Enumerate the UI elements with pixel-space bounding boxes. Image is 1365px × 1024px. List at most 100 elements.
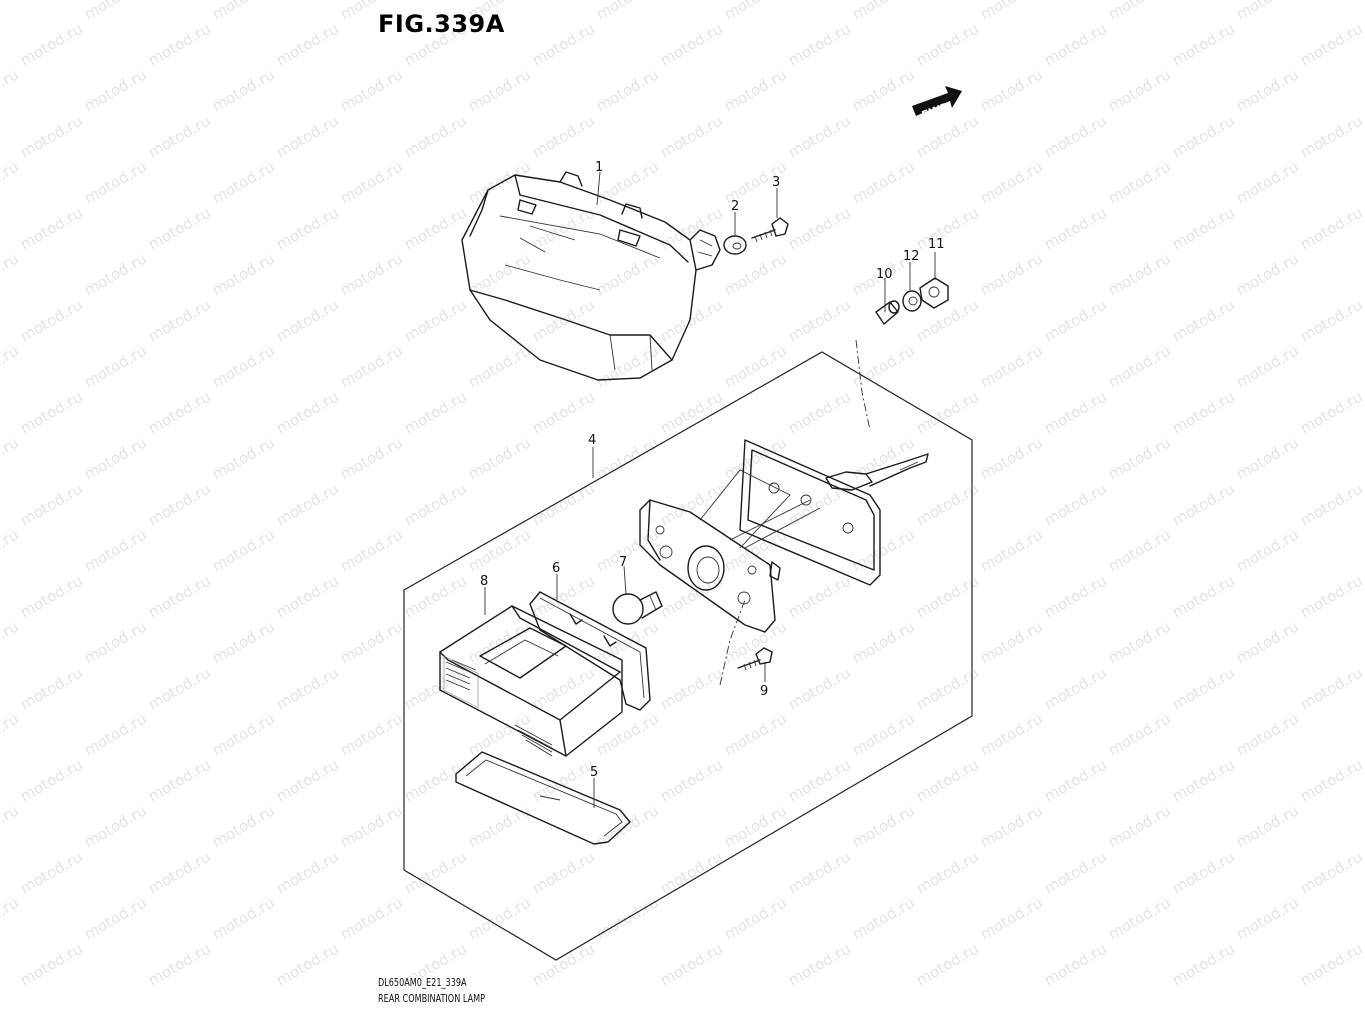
watermark-text: motod.ru	[81, 157, 150, 207]
watermark-text: motod.ru	[145, 939, 214, 989]
watermark-text: motod.ru	[401, 387, 470, 437]
watermark-text: motod.ru	[1297, 939, 1365, 989]
watermark-text: motod.ru	[913, 939, 982, 989]
watermark-text: motod.ru	[1169, 571, 1238, 621]
callout-12: 12	[903, 249, 920, 264]
watermark-text: motod.ru	[1233, 617, 1302, 667]
watermark-text: motod.ru	[17, 847, 86, 897]
watermark-text: motod.ru	[1169, 939, 1238, 989]
watermark-text: motod.ru	[1105, 157, 1174, 207]
watermark-text: motod.ru	[1233, 65, 1302, 115]
watermark-text: motod.ru	[977, 249, 1046, 299]
watermark-text: motod.ru	[529, 939, 598, 989]
watermark-text: motod.ru	[1297, 19, 1365, 69]
part-5-reflector	[455, 751, 631, 845]
watermark-text: motod.ru	[1297, 755, 1365, 805]
watermark-text: motod.ru	[1233, 801, 1302, 851]
watermark-text: motod.ru	[1233, 893, 1302, 943]
watermark-text: motod.ru	[0, 433, 22, 483]
watermark-text: motod.ru	[529, 847, 598, 897]
callout-5: 5	[590, 765, 598, 780]
watermark-text: motod.ru	[913, 387, 982, 437]
watermark-text: motod.ru	[785, 571, 854, 621]
watermark-text: motod.ru	[1233, 525, 1302, 575]
part-4-assembly-box	[403, 351, 973, 961]
watermark-text: motod.ru	[145, 847, 214, 897]
watermark-text: motod.ru	[337, 801, 406, 851]
part-2-washer	[723, 235, 747, 255]
watermark-text: motod.ru	[977, 709, 1046, 759]
watermark-text: motod.ru	[1041, 571, 1110, 621]
watermark-text: motod.ru	[465, 617, 534, 667]
watermark-text: motod.ru	[0, 249, 22, 299]
watermark-text: motod.ru	[17, 755, 86, 805]
watermark-text: motod.ru	[465, 341, 534, 391]
watermark-text: motod.ru	[1105, 709, 1174, 759]
watermark-text: motod.ru	[209, 433, 278, 483]
watermark-text: motod.ru	[721, 0, 790, 23]
watermark-text: motod.ru	[849, 801, 918, 851]
watermark-text: motod.ru	[401, 571, 470, 621]
watermark-text: motod.ru	[1297, 295, 1365, 345]
watermark-text: motod.ru	[721, 341, 790, 391]
watermark-text: motod.ru	[529, 295, 598, 345]
callout-2: 2	[731, 199, 739, 214]
watermark-text: motod.ru	[145, 203, 214, 253]
watermark-text: motod.ru	[209, 341, 278, 391]
watermark-text: motod.ru	[273, 847, 342, 897]
watermark-text: motod.ru	[0, 157, 22, 207]
watermark-text: motod.ru	[337, 709, 406, 759]
watermark-text: motod.ru	[209, 801, 278, 851]
watermark-text: motod.ru	[849, 0, 918, 23]
watermark-text: motod.ru	[1105, 249, 1174, 299]
watermark-text: motod.ru	[401, 111, 470, 161]
watermark-text: motod.ru	[1233, 433, 1302, 483]
watermark-text: motod.ru	[977, 525, 1046, 575]
watermark-text: motod.ru	[1169, 387, 1238, 437]
watermark-text: motod.ru	[785, 939, 854, 989]
watermark-text: motod.ru	[1041, 387, 1110, 437]
watermark-text: motod.ru	[1041, 755, 1110, 805]
watermark-text: motod.ru	[81, 801, 150, 851]
watermark-text: motod.ru	[1169, 663, 1238, 713]
watermark-text: motod.ru	[0, 341, 22, 391]
watermark-text: motod.ru	[17, 571, 86, 621]
watermark-text: motod.ru	[465, 525, 534, 575]
callout-10: 10	[876, 267, 893, 282]
watermark-text: motod.ru	[209, 525, 278, 575]
watermark-text: motod.ru	[145, 111, 214, 161]
watermark-text: motod.ru	[785, 847, 854, 897]
watermark-text: motod.ru	[465, 893, 534, 943]
watermark-text: motod.ru	[209, 893, 278, 943]
callout-7: 7	[619, 555, 627, 570]
watermark-text: motod.ru	[1297, 663, 1365, 713]
watermark-text: motod.ru	[1041, 939, 1110, 989]
bulb-socket-holder	[639, 469, 821, 633]
watermark-text: motod.ru	[81, 709, 150, 759]
watermark-text: motod.ru	[1041, 847, 1110, 897]
watermark-text: motod.ru	[849, 433, 918, 483]
watermark-text: motod.ru	[1105, 433, 1174, 483]
watermark-text: motod.ru	[337, 433, 406, 483]
watermark-text: motod.ru	[81, 249, 150, 299]
watermark-text: motod.ru	[465, 801, 534, 851]
part-8-lens	[439, 605, 623, 757]
watermark-text: motod.ru	[273, 479, 342, 529]
watermark-text: motod.ru	[977, 433, 1046, 483]
watermark-text: motod.ru	[1169, 755, 1238, 805]
watermark-text: motod.ru	[913, 663, 982, 713]
watermark-text: motod.ru	[1233, 341, 1302, 391]
watermark-text: motod.ru	[721, 249, 790, 299]
watermark-text: motod.ru	[1169, 19, 1238, 69]
part-7-bulb	[612, 591, 663, 625]
watermark-text: motod.ru	[1233, 157, 1302, 207]
watermark-text: motod.ru	[145, 571, 214, 621]
watermark-text: motod.ru	[17, 19, 86, 69]
callout-8: 8	[480, 574, 488, 589]
watermark-text: motod.ru	[0, 893, 22, 943]
callout-numbers: 1 2 3 4 5 6 7 8 9 10 11 12	[480, 160, 945, 780]
watermark-text: motod.ru	[721, 801, 790, 851]
watermark-text: motod.ru	[17, 663, 86, 713]
watermark-text: motod.ru	[337, 249, 406, 299]
